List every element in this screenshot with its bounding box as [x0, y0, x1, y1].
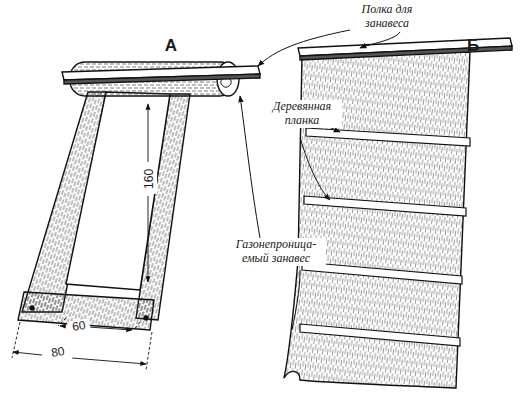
- wooden-slats: [300, 128, 470, 346]
- dimension: 160: [143, 164, 157, 194]
- dimension: 80: [43, 344, 73, 362]
- part-label: Полка для занавеса: [350, 3, 424, 31]
- leader-lines: [240, 30, 400, 330]
- curtain-roll: [62, 62, 260, 96]
- figure-letter: Б: [460, 36, 486, 56]
- dimension: 60: [67, 318, 91, 335]
- frame: [18, 92, 190, 330]
- part-label: Газонепроница- емый занавес: [226, 238, 326, 266]
- part-label: Деревянная планка: [262, 100, 342, 128]
- dimension-lines: [12, 104, 152, 370]
- hanging-curtain: [284, 38, 512, 388]
- figure-letter: А: [158, 36, 184, 56]
